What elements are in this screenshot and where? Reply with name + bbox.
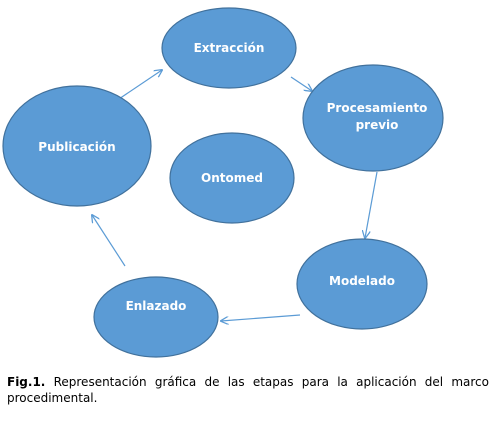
edge-enlazado-to-publicacion <box>92 215 126 267</box>
node-publicacion-label: Publicación <box>38 140 115 154</box>
edge-extraccion-to-procesamiento <box>290 76 312 91</box>
node-extraccion-label: Extracción <box>194 41 265 55</box>
node-ontomed: Ontomed <box>169 132 295 224</box>
node-procesamiento-label-line1: Procesamiento <box>327 101 428 115</box>
node-enlazado: Enlazado <box>93 276 219 358</box>
node-modelado-label: Modelado <box>329 274 395 288</box>
figure-caption-text: Representación gráfica de las etapas par… <box>7 375 489 405</box>
node-procesamiento-label-line2: previo <box>356 118 399 132</box>
node-procesamiento-previo: Procesamiento previo <box>302 64 444 172</box>
edge-modelado-to-enlazado <box>221 314 301 321</box>
figure-caption: Fig.1. Representación gráfica de las eta… <box>7 374 489 406</box>
node-publicacion: Publicación <box>2 85 152 207</box>
node-modelado: Modelado <box>296 238 428 330</box>
figure-number: Fig.1. <box>7 375 46 389</box>
node-enlazado-label: Enlazado <box>126 299 187 313</box>
edge-procesamiento-to-modelado <box>365 171 378 238</box>
node-extraccion: Extracción <box>161 7 297 89</box>
node-ontomed-label: Ontomed <box>201 171 263 185</box>
process-cycle-diagram: Extracción Procesamiento previo Modelado… <box>2 7 444 358</box>
